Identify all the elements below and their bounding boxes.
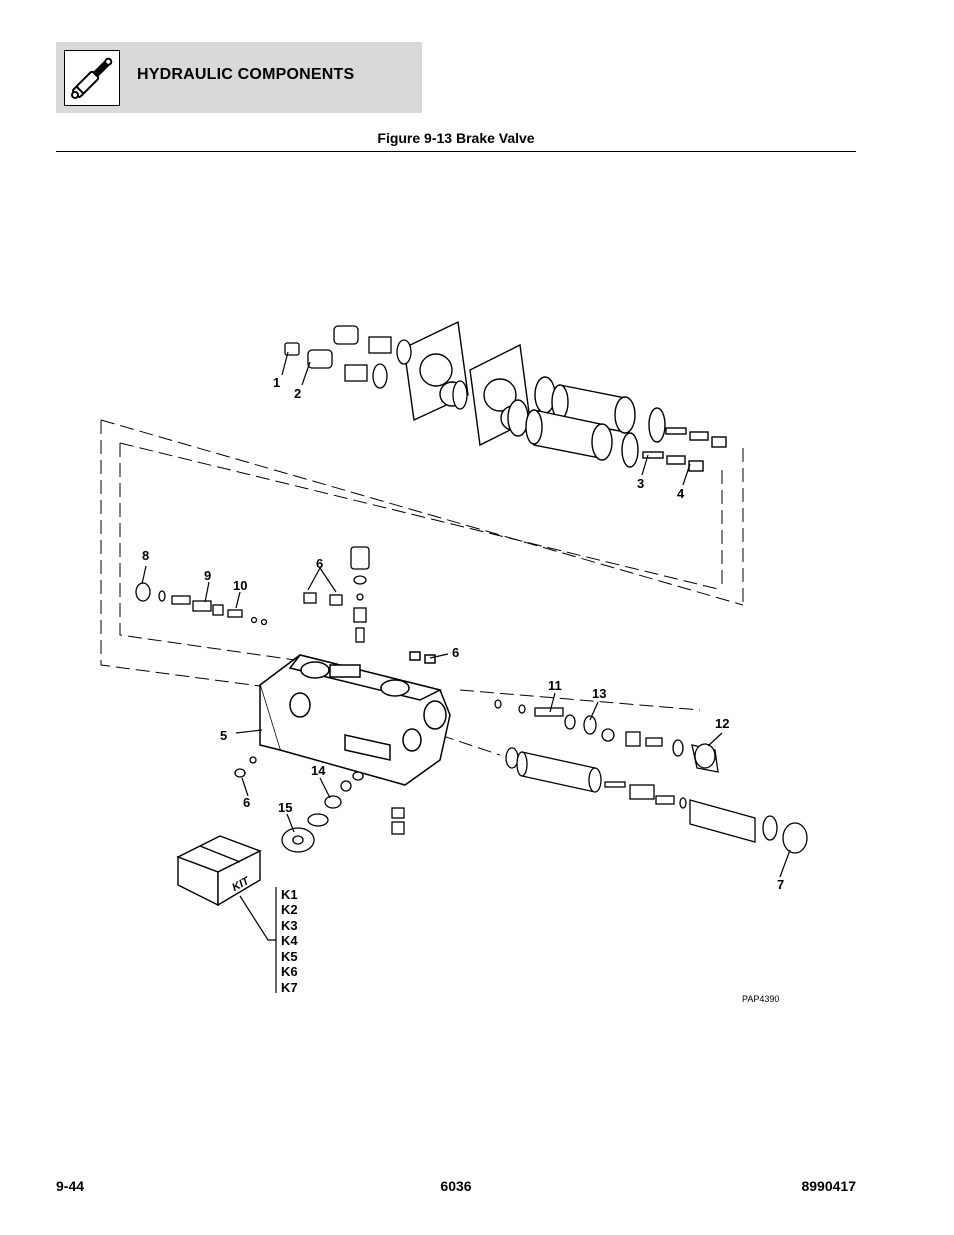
callout-4: 4	[677, 486, 685, 501]
callout-3: 3	[637, 476, 644, 491]
callout-1: 1	[273, 375, 280, 390]
callout-6c: 6	[243, 795, 250, 810]
callout-6a: 6	[316, 556, 323, 571]
footer-page-number: 9-44	[56, 1178, 85, 1194]
callout-12: 12	[715, 716, 729, 731]
figure-title: Figure 9-13 Brake Valve	[377, 130, 535, 146]
kit-box-icon	[176, 835, 262, 907]
kit-item: K3	[281, 918, 298, 933]
kit-item: K4	[281, 933, 298, 948]
callout-14: 14	[311, 763, 326, 778]
kit-item: K7	[281, 980, 298, 995]
callout-2: 2	[294, 386, 301, 401]
callout-6b: 6	[452, 645, 459, 660]
callout-10: 10	[233, 578, 247, 593]
callout-5: 5	[220, 728, 227, 743]
footer-manual-number: 8990417	[801, 1178, 856, 1194]
kit-item: K2	[281, 902, 298, 917]
callout-7: 7	[777, 877, 784, 892]
footer-model: 6036	[440, 1178, 472, 1194]
kit-item: K1	[281, 887, 298, 902]
callout-11: 11	[548, 678, 562, 693]
kit-item: K5	[281, 949, 298, 964]
callout-8: 8	[142, 548, 149, 563]
title-rule	[56, 151, 856, 152]
callout-9: 9	[204, 568, 211, 583]
drawing-id: PAP4390	[742, 994, 779, 1004]
hydraulic-cylinder-icon	[64, 50, 120, 106]
callout-15: 15	[278, 800, 292, 815]
section-title: HYDRAULIC COMPONENTS	[137, 66, 355, 83]
kit-item: K6	[281, 964, 298, 979]
callout-13: 13	[592, 686, 606, 701]
